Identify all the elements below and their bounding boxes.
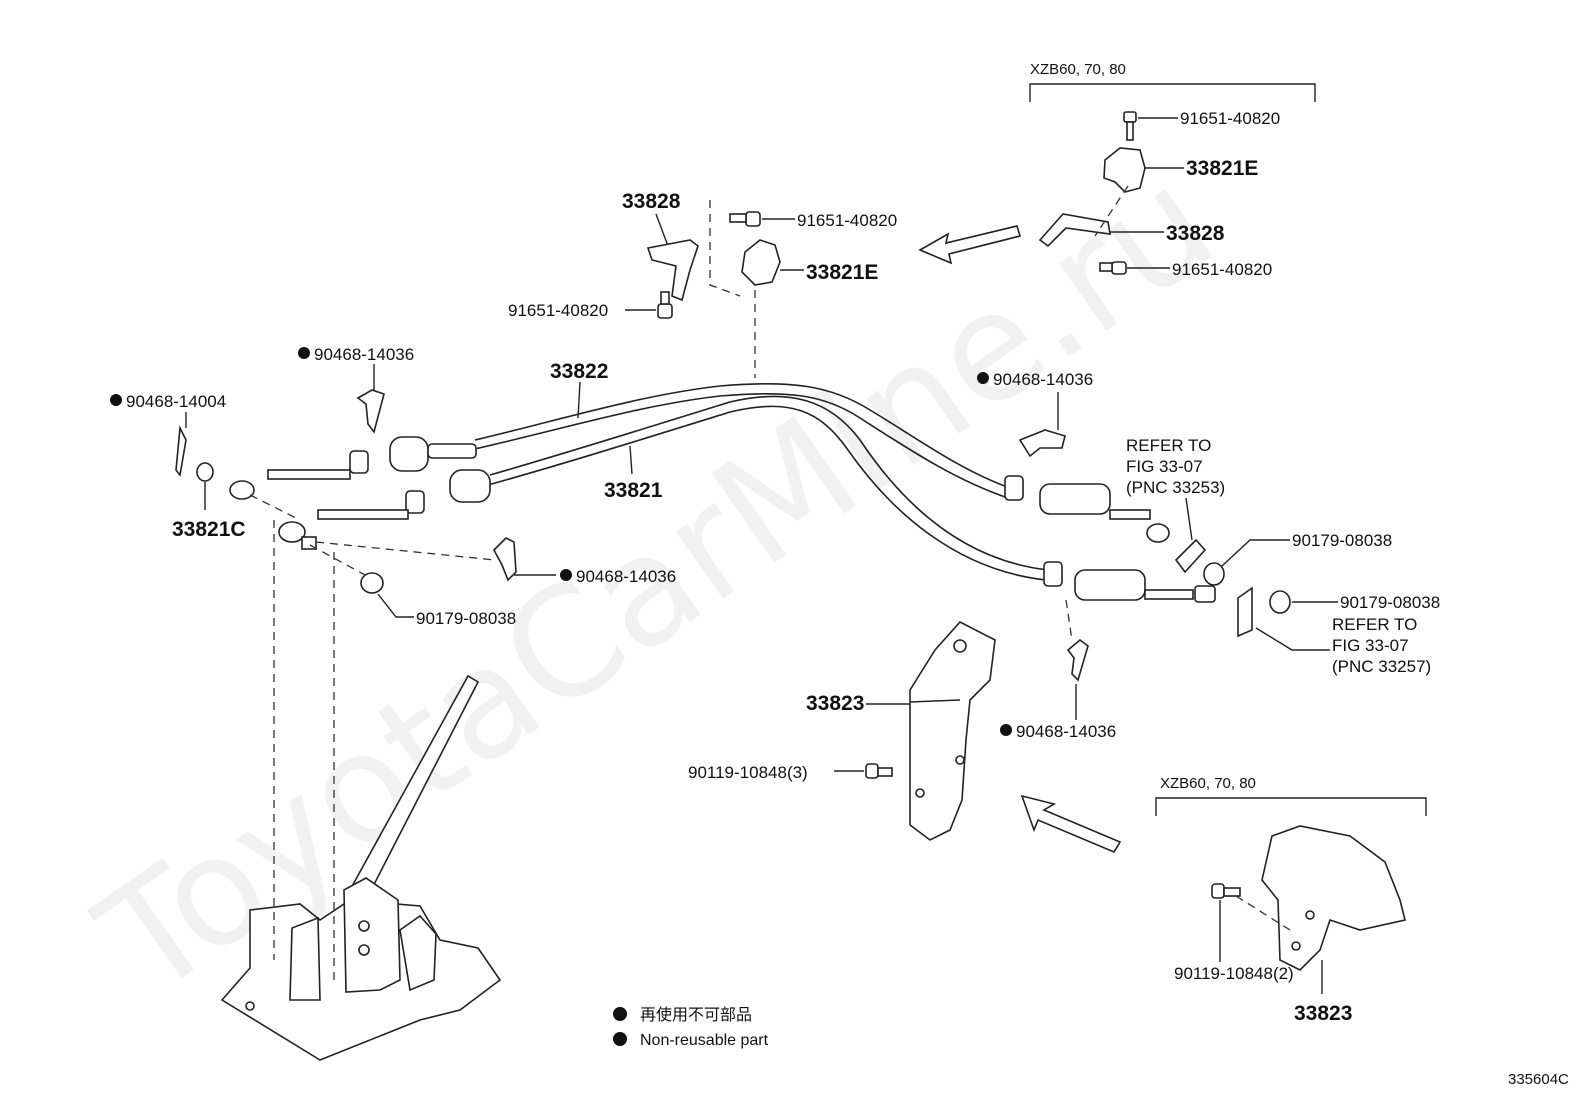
- arrow-upleft-icon: [1020, 794, 1122, 854]
- bracket-33823-right-icon: [1261, 825, 1406, 971]
- washer-33821C-icon: [196, 462, 214, 482]
- nut-90179-b-icon: [1203, 562, 1225, 586]
- clip-90468-c-icon: [1018, 429, 1066, 458]
- clip-90468-b-icon: [493, 537, 517, 582]
- label-90468-14036-mid-left: 90468-14036: [576, 567, 676, 586]
- label-90468-14004: 90468-14004: [126, 392, 226, 411]
- plate-refer-1-icon: [1174, 538, 1207, 574]
- legend-dot-icon: [613, 1007, 627, 1021]
- cable-end-lower-left: [278, 469, 491, 550]
- nonreusable-dot-icon: [560, 569, 572, 581]
- label-91651-40820-left: 91651-40820: [508, 301, 608, 320]
- label-90179-08038-left: 90179-08038: [416, 609, 516, 628]
- label-33823-left: 33823: [806, 692, 864, 715]
- label-33821E-right: 33821E: [1186, 157, 1258, 180]
- label-33821E-left: 33821E: [806, 261, 878, 284]
- bracket-33828-right-icon: [1038, 213, 1111, 248]
- nut-90179-a-icon: [360, 572, 384, 594]
- nonreusable-dot-icon: [110, 394, 122, 406]
- label-33822: 33822: [550, 360, 608, 383]
- bolt-91651-b-icon: [657, 291, 673, 319]
- bottom-variant-label: XZB60, 70, 80: [1160, 775, 1256, 792]
- label-91651-40820-top: 91651-40820: [1180, 109, 1280, 128]
- figure-code: 335604C: [1508, 1071, 1569, 1088]
- cable-end-upper-left: [229, 436, 477, 500]
- cable-33822: [469, 382, 1011, 499]
- legend: 再使用不可部品 Non-reusable part: [613, 1006, 769, 1049]
- legend-dot-icon: [613, 1032, 627, 1046]
- clip-33821E-right-icon: [1103, 147, 1146, 193]
- refer-2-line2: FIG 33-07: [1332, 636, 1409, 655]
- bracket-33828-left-icon: [646, 239, 699, 302]
- plate-refer-2-icon: [1237, 586, 1253, 638]
- label-90468-14036-lower-right: 90468-14036: [1016, 722, 1116, 741]
- bolt-91651-e-icon: [1099, 261, 1127, 275]
- bottom-variant-group: XZB60, 70, 80: [1155, 775, 1427, 816]
- label-33821C: 33821C: [172, 518, 246, 541]
- shift-lever-assembly: [220, 674, 502, 1061]
- cable-end-lower-right: [1043, 561, 1216, 603]
- bolt-91651-a-icon: [729, 211, 761, 227]
- pin-90468-14004-icon: [175, 425, 187, 477]
- label-33823-right: 33823: [1294, 1002, 1352, 1025]
- label-91651-40820-right: 91651-40820: [1172, 260, 1272, 279]
- bracket-33823-left-icon: [909, 621, 996, 841]
- bolt-90119-2-icon: [1211, 883, 1241, 899]
- label-90468-14036-right: 90468-14036: [993, 370, 1093, 389]
- label-90119-10848-2: 90119-10848(2): [1174, 964, 1294, 983]
- label-90179-08038-right-upper: 90179-08038: [1292, 531, 1392, 550]
- clip-33821E-left-icon: [741, 239, 781, 286]
- label-33828-left: 33828: [622, 190, 681, 213]
- label-91651-40820-top-center: 91651-40820: [797, 211, 897, 230]
- refer-2-line3: (PNC 33257): [1332, 657, 1431, 676]
- nonreusable-dot-icon: [298, 347, 310, 359]
- cable-end-upper-right: [1004, 475, 1170, 543]
- nonreusable-dot-icon: [977, 372, 989, 384]
- refer-1-line3: (PNC 33253): [1126, 478, 1225, 497]
- refer-1-line1: REFER TO: [1126, 436, 1211, 455]
- top-variant-label: XZB60, 70, 80: [1030, 61, 1126, 78]
- bolt-91651-d-icon: [1123, 111, 1137, 141]
- refer-1-line2: FIG 33-07: [1126, 457, 1203, 476]
- bottom-variant-bracket: [1155, 797, 1427, 816]
- clip-90468-d-icon: [1066, 638, 1089, 682]
- refer-2-line1: REFER TO: [1332, 615, 1417, 634]
- bolt-90119-3-icon: [865, 763, 893, 779]
- label-33821: 33821: [604, 479, 663, 502]
- top-variant-group: XZB60, 70, 80: [1029, 61, 1316, 102]
- label-90468-14036-top-left: 90468-14036: [314, 345, 414, 364]
- label-33828-right: 33828: [1166, 222, 1225, 245]
- legend-jp: 再使用不可部品: [640, 1006, 752, 1024]
- arrow-left-icon: [918, 225, 1022, 265]
- cable-33821: [487, 395, 1049, 581]
- label-90119-10848-3: 90119-10848(3): [688, 763, 808, 782]
- nut-90179-c-icon: [1269, 590, 1291, 614]
- label-90179-08038-right-lower: 90179-08038: [1340, 593, 1440, 612]
- top-variant-bracket: [1029, 83, 1316, 102]
- clip-90468-a-icon: [356, 389, 385, 434]
- legend-en: Non-reusable part: [640, 1032, 769, 1049]
- nonreusable-dot-icon: [1000, 724, 1012, 736]
